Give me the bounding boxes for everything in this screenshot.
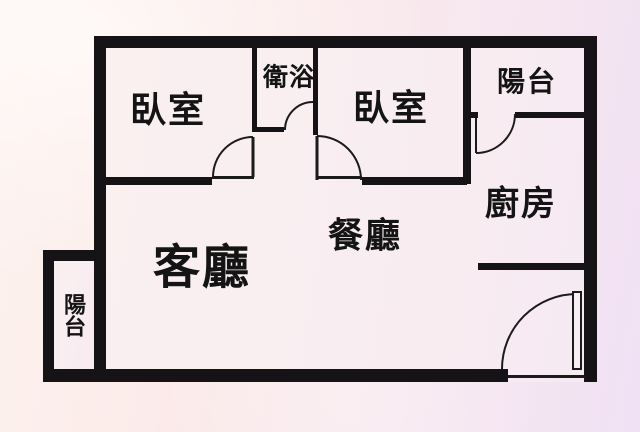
balcony-bottom-left-wall-left <box>43 250 54 382</box>
bedroom-left-wall-bottom <box>106 177 212 185</box>
main-entrance-door-arc <box>501 293 578 370</box>
wall-top <box>94 36 597 48</box>
main-floor-area <box>94 36 597 382</box>
room-label-bedroom-right: 臥室 <box>352 88 430 129</box>
balcony-top-right-wall-stub <box>471 112 478 118</box>
bedroom-right-wall-bottom <box>362 177 467 185</box>
bathroom-wall-right <box>313 48 318 135</box>
wall-bottom <box>43 369 508 382</box>
wall-left <box>94 36 106 382</box>
bathroom-wall-bottom <box>252 127 284 132</box>
balcony-top-right-wall-bottom <box>515 112 584 118</box>
room-label-balcony-bottom-left: 陽台 <box>60 293 85 337</box>
room-label-kitchen: 廚房 <box>485 184 557 224</box>
balcony-top-right-door-arc <box>475 113 516 154</box>
room-label-bathroom: 衛浴 <box>262 62 316 92</box>
room-label-bedroom-left: 臥室 <box>129 90 207 131</box>
main-entrance-door-leaf <box>572 291 582 370</box>
bedroom-right-wall-right <box>463 48 471 184</box>
kitchen-wall-bottom <box>478 263 584 270</box>
bedroom-left-door-threshold <box>212 176 254 179</box>
room-label-dining: 餐廳 <box>327 216 403 257</box>
bedroom-right-door-threshold <box>317 176 362 179</box>
room-label-living: 客廳 <box>153 240 251 296</box>
wall-right <box>584 36 597 382</box>
bedroom-right-door-arc <box>316 135 362 181</box>
room-label-balcony-top-right: 陽台 <box>496 65 558 98</box>
bathroom-wall-left <box>252 48 257 132</box>
bedroom-left-door-arc <box>212 136 254 178</box>
entrance-threshold <box>508 375 585 378</box>
balcony-bottom-left-wall-top <box>43 250 95 261</box>
bathroom-door-arc <box>284 101 314 131</box>
